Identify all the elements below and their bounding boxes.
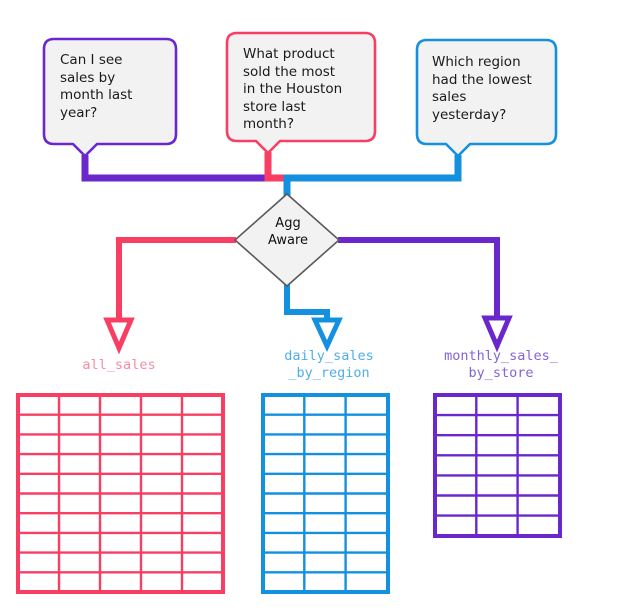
table-all-sales[interactable] bbox=[16, 393, 225, 594]
decision-node-agg-aware[interactable] bbox=[233, 192, 341, 288]
edge-decision-to-monthly-sales-by-store bbox=[338, 237, 513, 353]
edge-pink-question-to-decision bbox=[264, 152, 287, 182]
edge-blue-question-to-decision bbox=[283, 155, 462, 196]
table-daily-sales-by-region[interactable] bbox=[261, 393, 390, 594]
speech-bubble-question-monthly-sales[interactable] bbox=[42, 37, 178, 158]
speech-bubble-question-houston-product[interactable] bbox=[225, 31, 377, 155]
speech-bubble-question-lowest-region[interactable] bbox=[415, 38, 558, 158]
edge-purple-question-to-decision bbox=[81, 155, 268, 182]
edge-decision-to-daily-sales-by-region bbox=[284, 282, 343, 352]
table-monthly-sales-by-store[interactable] bbox=[433, 393, 562, 538]
edge-decision-to-all-sales bbox=[103, 237, 236, 355]
